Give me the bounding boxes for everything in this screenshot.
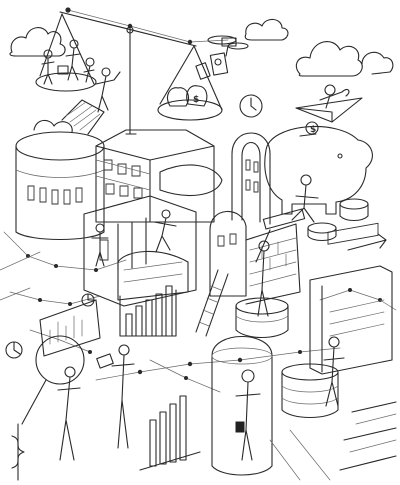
brick-wall [210, 209, 305, 304]
person-sitting [292, 175, 318, 222]
central-block [84, 196, 196, 306]
stairs [62, 100, 104, 134]
person-with-magnifier [58, 367, 80, 460]
person-reaching [92, 224, 108, 266]
arrow-right [348, 234, 386, 250]
person-with-tablet [97, 345, 134, 448]
person-businessman [324, 337, 344, 406]
clock-icon [240, 95, 262, 117]
person-standing [256, 230, 270, 316]
network-lines [4, 7, 396, 392]
caduceus-icon [12, 424, 24, 480]
ladder [196, 270, 228, 336]
balance-scale: $ [36, 12, 222, 134]
cloud-top-left [10, 28, 65, 56]
arch-tower [232, 133, 270, 224]
paper-plane [296, 85, 362, 122]
person-waving [96, 68, 120, 112]
people-on-scale-pan [42, 40, 94, 84]
cloud-top-right [296, 42, 393, 76]
bottom-bar-chart [140, 396, 200, 470]
brick-house [96, 130, 222, 222]
ground-lines [0, 252, 330, 480]
cloud-mid-right [245, 19, 288, 40]
pie-chart-icon [6, 342, 22, 358]
drone [208, 36, 248, 75]
magnifier-icon [22, 336, 84, 424]
bar-chart-tower [120, 286, 176, 336]
round-tower [16, 120, 104, 239]
glass-dome [212, 337, 272, 476]
steps [340, 402, 396, 470]
piggy-bank-sign: $ [310, 125, 316, 135]
piggy-bank: $ [265, 122, 373, 214]
money-bag-sign: $ [193, 95, 199, 105]
atm-machine [310, 223, 392, 374]
person-climbing [154, 210, 176, 252]
